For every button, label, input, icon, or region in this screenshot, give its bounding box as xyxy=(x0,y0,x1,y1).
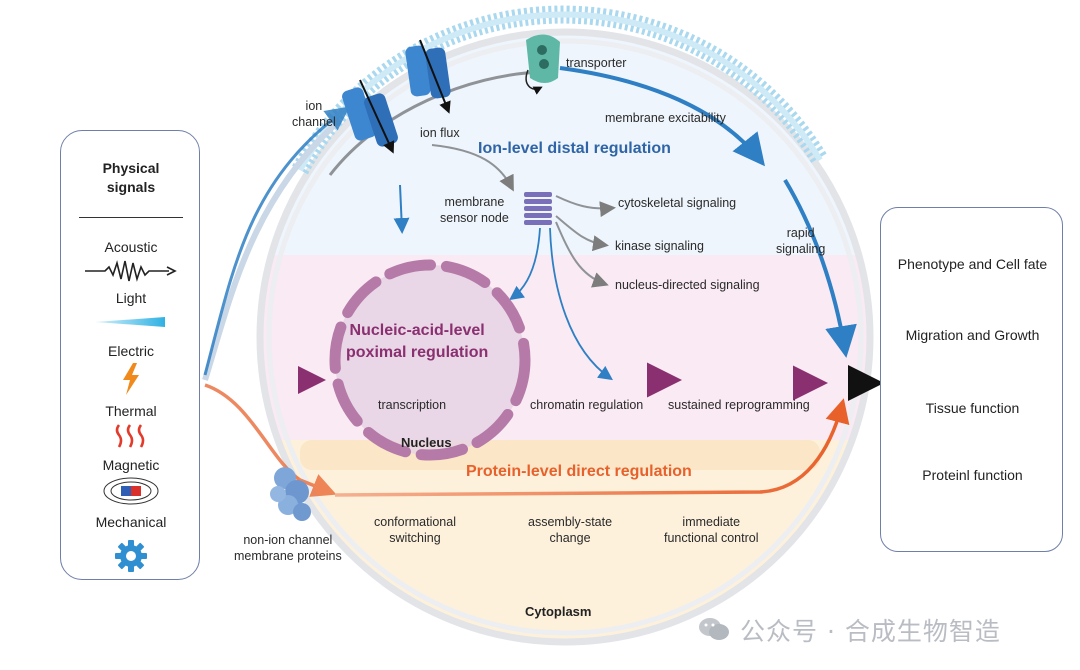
cell-inner-ring xyxy=(266,38,864,636)
chromatin-blue-arrow xyxy=(549,227,613,381)
physical-signals-title: Physical signals xyxy=(102,160,160,195)
transporter-label: transporter xyxy=(566,56,627,70)
sound-wave-icon xyxy=(85,260,177,282)
entry-arc-gray xyxy=(202,117,342,381)
outcomes-panel: Phenotype and Cell fate Migration and Gr… xyxy=(880,207,1063,552)
ion-flux-arrow xyxy=(431,144,514,192)
ion-channel-label: ion channel xyxy=(292,99,336,129)
ion-level-title: Ion-level distal regulation xyxy=(478,140,671,157)
rapid-signaling-arrow xyxy=(783,178,857,358)
protein-arrow xyxy=(334,398,850,497)
transcription-label: transcription xyxy=(378,398,447,412)
sensor-node-label: membrane sensor node xyxy=(440,195,509,225)
watermark-text: 公众号 · 合成生物智造 xyxy=(740,617,1001,646)
ion-entry-arrow xyxy=(203,106,350,376)
nucleic-level-title: Nucleic-acid-level poximal regulation xyxy=(346,322,489,361)
signal-thermal-label: Thermal xyxy=(105,403,157,419)
nucleus-directed-label: nucleus-directed signaling xyxy=(615,278,760,292)
protein-level-title: Protein-level direct regulation xyxy=(466,463,692,480)
kinase-label: kinase signaling xyxy=(615,239,704,253)
ion-channel-shape xyxy=(342,39,451,154)
heat-waves-icon xyxy=(115,424,145,448)
signal-mechanical-label: Mechanical xyxy=(95,514,167,530)
wechat-icon xyxy=(699,618,729,640)
cell-outer-ring xyxy=(256,28,874,646)
kinase-arrow xyxy=(555,215,609,252)
rapid-signaling-label: rapid signaling xyxy=(776,226,826,256)
outcome-item: Tissue function xyxy=(925,400,1020,416)
immediate-label: immediate functional control xyxy=(664,515,759,545)
cytoskeletal-label: cytoskeletal signaling xyxy=(618,196,737,210)
ion-flux-label: ion flux xyxy=(420,126,460,140)
membrane-protein-icon xyxy=(270,467,311,521)
cytoskeletal-arrow xyxy=(555,195,616,218)
signal-electric-label: Electric xyxy=(108,343,154,359)
nucleus-directed-arrow xyxy=(555,221,609,288)
gray-membrane-arrow xyxy=(328,70,541,176)
outcome-item: Phenotype and Cell fate xyxy=(897,256,1048,272)
transporter-shape xyxy=(525,34,560,95)
nucleus-blue-arrow xyxy=(509,227,541,301)
magnet-field-icon xyxy=(103,477,159,505)
cytoplasm-label: Cytoplasm xyxy=(525,604,592,619)
light-beam-icon xyxy=(95,317,165,327)
signal-magnetic-label: Magnetic xyxy=(102,457,160,473)
physical-signals-panel: Physical signals Acoustic Light Electric… xyxy=(60,130,200,580)
gear-icon xyxy=(115,540,147,572)
chromatin-label: chromatin regulation xyxy=(530,398,644,412)
sustained-label: sustained reprogramming xyxy=(668,398,810,412)
divider xyxy=(79,217,183,218)
assembly-label: assembly-state change xyxy=(528,515,613,545)
nucleus-shape xyxy=(329,259,531,461)
sensor-node-icon xyxy=(524,192,552,225)
outcome-item: Proteinl function xyxy=(922,467,1023,483)
signal-acoustic-label: Acoustic xyxy=(104,239,158,255)
lightning-bolt-icon xyxy=(123,363,139,395)
signal-light-label: Light xyxy=(115,290,147,306)
membrane-excitability-arrow xyxy=(559,66,766,167)
ion-down-arrow xyxy=(393,184,410,234)
non-ion-label: non-ion channel membrane proteins xyxy=(234,533,342,563)
outcome-item: Migration and Growth xyxy=(905,327,1040,343)
nucleus-label: Nucleus xyxy=(401,435,452,450)
membrane-excitability-label: membrane excitability xyxy=(605,111,726,125)
conformational-label: conformational switching xyxy=(374,515,456,545)
